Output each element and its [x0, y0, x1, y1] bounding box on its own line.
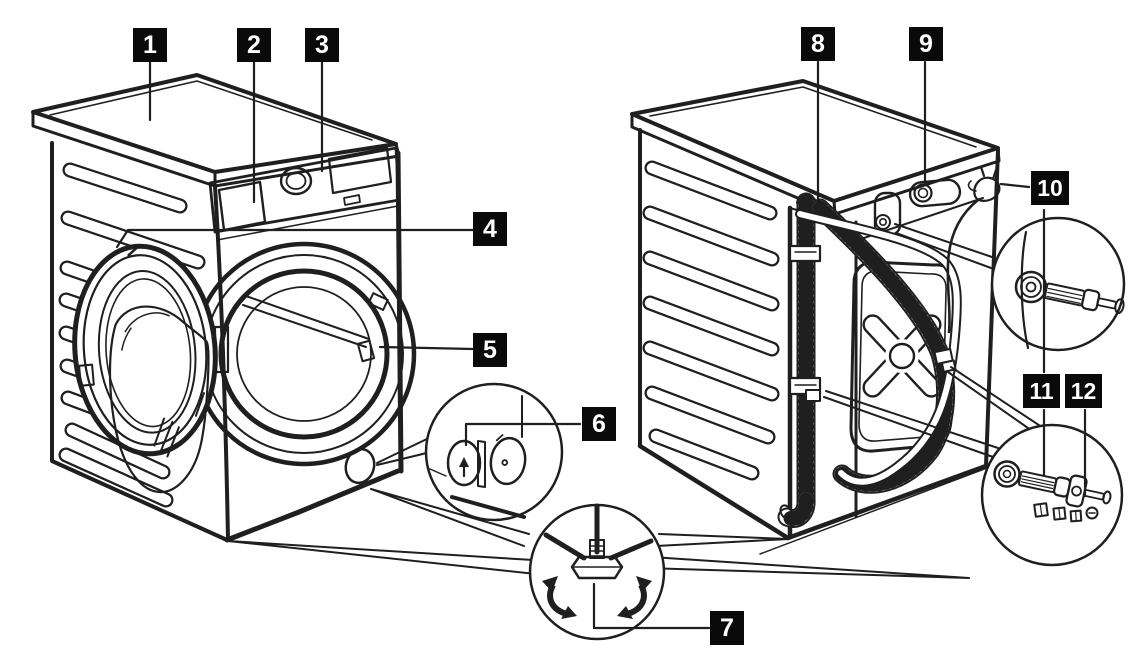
rear-worktop [630, 79, 1001, 216]
transport-bolt-assembly [1017, 470, 1112, 508]
hose-clamps [788, 244, 822, 396]
rotate-arrows-icon [542, 576, 652, 619]
callout-8: 8 [801, 27, 835, 61]
inlet-valve [913, 183, 933, 203]
line-art-root [31, 60, 1126, 641]
detail-transport-bolt-hole [990, 216, 1126, 352]
front-view-illustration [31, 73, 417, 543]
door-glass [108, 305, 210, 494]
detail-filter-cap [424, 382, 564, 522]
x-brace [862, 314, 942, 398]
control-panel [208, 146, 401, 234]
leader-6 [464, 422, 582, 447]
callout-7: 7 [710, 611, 744, 645]
callout-6: 6 [582, 407, 616, 441]
door-latch [356, 339, 376, 363]
power-cord [946, 198, 980, 334]
door-hinge [213, 325, 230, 374]
callout-11: 11 [1023, 374, 1060, 408]
callout-3: 3 [305, 28, 339, 62]
drain-hose-vertical [777, 192, 817, 528]
callout-12: 12 [1065, 374, 1102, 408]
leader-10 [999, 182, 1031, 189]
leader-7 [592, 582, 711, 630]
spacer-clips [1033, 502, 1099, 523]
leader-5 [378, 345, 475, 351]
rear-vent-slots [642, 160, 780, 481]
foot-screw [570, 539, 624, 580]
display-panel [327, 146, 393, 195]
callout-4: 4 [473, 212, 507, 246]
callout-5: 5 [473, 333, 507, 367]
detail-leveling-foot [528, 503, 666, 641]
program-knob [279, 166, 313, 196]
drain-filter-cap [344, 447, 376, 485]
panel-button [343, 194, 361, 206]
detail-transport-bolt-parts [980, 423, 1124, 567]
rear-top-band [873, 165, 1001, 237]
transport-bolt-left [805, 389, 821, 402]
leader-lines [115, 60, 1087, 630]
transport-bolt [1043, 282, 1125, 315]
power-plug [967, 165, 1001, 202]
front-face [216, 150, 404, 543]
callout-9: 9 [909, 27, 943, 61]
valve-cutout [908, 178, 962, 208]
callout-1: 1 [133, 28, 167, 62]
detergent-drawer [217, 180, 267, 232]
callout-2: 2 [237, 28, 271, 62]
leader-4 [115, 228, 475, 249]
pointer-wedges [227, 223, 1076, 579]
rear-view-illustration [630, 79, 1009, 555]
inlet-hose [795, 209, 962, 487]
door-catch [367, 292, 389, 311]
callout-10: 10 [1031, 171, 1069, 205]
